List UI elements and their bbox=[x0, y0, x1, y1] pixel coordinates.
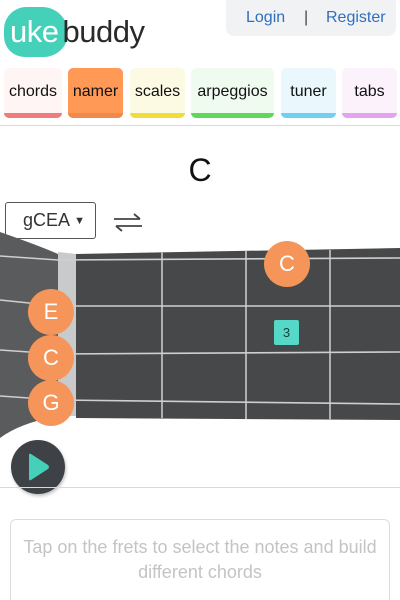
open-string-marker-g[interactable]: G bbox=[28, 380, 74, 426]
tab-namer[interactable]: namer bbox=[68, 68, 123, 118]
logo-buddy-text: buddy bbox=[62, 14, 145, 49]
tab-tabs[interactable]: tabs bbox=[342, 68, 397, 118]
chord-name: C bbox=[188, 152, 212, 188]
play-icon bbox=[29, 453, 49, 481]
finger-number-marker[interactable]: 3 bbox=[274, 320, 299, 345]
logo-blob bbox=[4, 7, 68, 57]
tuning-value: gCEA bbox=[23, 210, 71, 230]
login-link[interactable]: Login bbox=[246, 9, 286, 26]
play-button[interactable] bbox=[11, 440, 65, 494]
caret-down-icon: ▼ bbox=[74, 215, 85, 227]
tab-arpeggios[interactable]: arpeggios bbox=[191, 68, 274, 118]
register-link[interactable]: Register bbox=[326, 9, 386, 26]
fret-area bbox=[76, 248, 400, 420]
note-marker-c-fret3[interactable]: C bbox=[264, 241, 310, 287]
auth-separator: | bbox=[304, 9, 309, 26]
tabs-divider bbox=[0, 125, 400, 126]
hint-box: Tap on the frets to select the notes and… bbox=[10, 519, 390, 600]
open-string-marker-e[interactable]: E bbox=[28, 289, 74, 335]
swap-arrows-icon[interactable] bbox=[112, 212, 144, 232]
player-divider bbox=[0, 487, 400, 488]
logo[interactable]: uke buddy bbox=[4, 6, 145, 58]
auth-bar: Login | Register bbox=[226, 0, 396, 36]
open-string-marker-c[interactable]: C bbox=[28, 335, 74, 381]
tab-tuner[interactable]: tuner bbox=[281, 68, 336, 118]
tuning-select[interactable]: gCEA ▼ bbox=[5, 202, 96, 239]
tab-scales[interactable]: scales bbox=[130, 68, 185, 118]
hint-text: Tap on the frets to select the notes and… bbox=[23, 537, 377, 582]
tab-chords[interactable]: chords bbox=[4, 68, 62, 118]
logo-uke-text: uke bbox=[10, 14, 59, 49]
